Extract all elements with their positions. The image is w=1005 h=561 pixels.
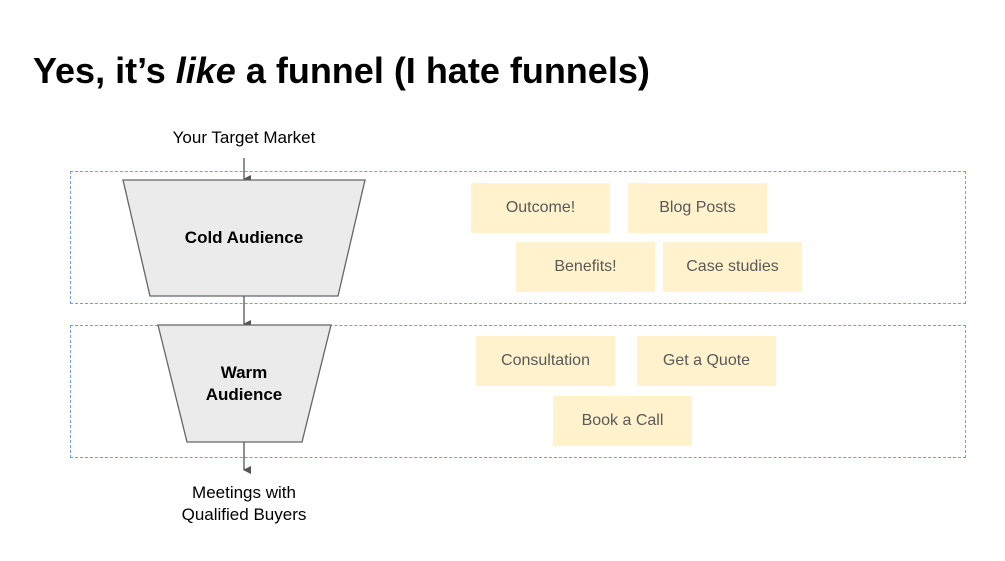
warm-audience-label: Warm Audience [144,362,344,406]
tactic-note-benefits[interactable]: Benefits! [516,242,655,292]
slide-title: Yes, it’s like a funnel (I hate funnels) [33,50,650,92]
cold-audience-label: Cold Audience [184,228,304,247]
note-text: Blog Posts [659,199,736,216]
note-text: Outcome! [505,199,576,216]
note-text: Consultation [501,352,590,369]
warm-audience-stage[interactable] [157,324,332,443]
output-label-line2: Qualified Buyers [181,505,307,524]
output-label-line1: Meetings with [192,483,296,502]
input-label: Your Target Market [172,128,316,147]
tactic-note-case-studies[interactable]: Case studies [663,242,802,292]
note-text: Book a Call [581,412,664,429]
note-text: Benefits! [554,258,617,275]
tactic-note-consultation[interactable]: Consultation [476,336,615,386]
cold-audience-group [70,171,966,304]
title-text-end: a funnel (I hate funnels) [235,50,650,91]
note-text: Get a Quote [662,352,751,369]
warm-audience-group [70,325,966,458]
warm-label-line1: Warm [220,363,268,382]
cold-audience-stage[interactable] [122,179,366,297]
tactic-note-outcome[interactable]: Outcome! [471,183,610,233]
title-emphasis: like [175,50,236,91]
tactic-note-book-a-call[interactable]: Book a Call [553,396,692,446]
title-text: Yes, it’s [33,50,176,91]
warm-label-line2: Audience [205,385,283,404]
tactic-note-get-a-quote[interactable]: Get a Quote [637,336,776,386]
note-text: Case studies [686,258,779,275]
output-label: Meetings with Qualified Buyers [144,482,344,526]
tactic-note-blog-posts[interactable]: Blog Posts [628,183,767,233]
